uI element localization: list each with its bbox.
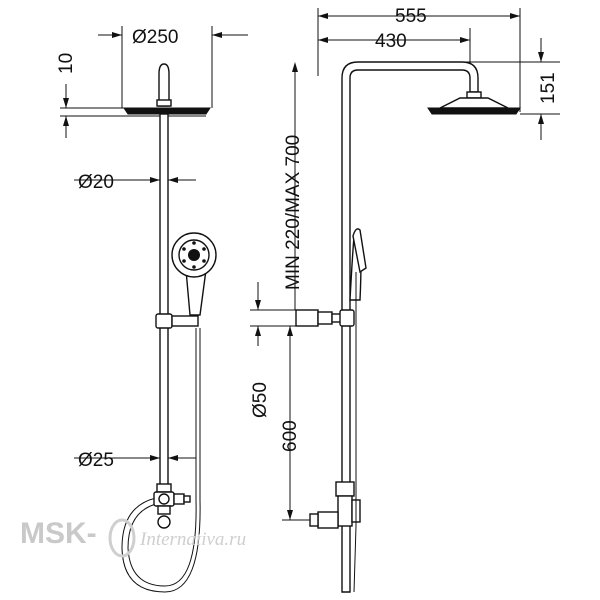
head-thickness-dimension: 10: [56, 53, 128, 138]
pipe-diameter-dimension: Ø20: [74, 172, 196, 193]
connector-diameter-label: Ø50: [250, 382, 271, 418]
head-reach-dimension: 430: [318, 28, 471, 92]
watermark-brand: MSK-: [20, 517, 97, 550]
slide-bracket-front: [155, 313, 199, 329]
head-height-label: 151: [538, 72, 559, 104]
inlet-spacing-dimension: 600: [280, 326, 318, 521]
head-thickness-label: 10: [56, 53, 77, 74]
height-range-label: MIN 220/MAX 700: [283, 135, 304, 290]
upper-connector: [250, 282, 355, 346]
hose-side: [353, 272, 357, 593]
head-diameter-label: Ø250: [132, 27, 178, 48]
rain-shower-head-front: [123, 63, 211, 117]
riser-pipe-front: [159, 113, 169, 495]
lower-pipe-diameter-label: Ø25: [78, 450, 114, 471]
rain-shower-head-side: [427, 91, 521, 115]
pipe-diameter-label: Ø20: [78, 172, 114, 193]
inlet-spacing-label: 600: [280, 420, 301, 452]
height-range-dimension: MIN 220/MAX 700: [283, 62, 304, 310]
head-height-dimension: 151: [466, 38, 560, 140]
hose-front: [127, 328, 197, 587]
riser-pipe-side: [341, 61, 479, 593]
head-reach-label: 430: [375, 31, 407, 52]
head-diameter-dimension: Ø250: [98, 26, 248, 108]
total-width-label: 555: [395, 6, 427, 27]
diverter-valve-side: [309, 481, 361, 529]
hand-shower-side: [349, 228, 367, 301]
front-view: Ø250 10 Ø20: [56, 26, 248, 593]
side-view: 555 430 151: [250, 6, 560, 593]
diverter-valve-front: [153, 483, 191, 529]
watermark-script: Internativa.ru: [139, 529, 246, 550]
total-width-dimension: 555: [317, 6, 521, 112]
watermark: MSK- Internativa.ru: [20, 517, 246, 558]
lower-pipe-diameter-dimension: Ø25: [74, 450, 196, 471]
hand-shower: [171, 232, 217, 316]
